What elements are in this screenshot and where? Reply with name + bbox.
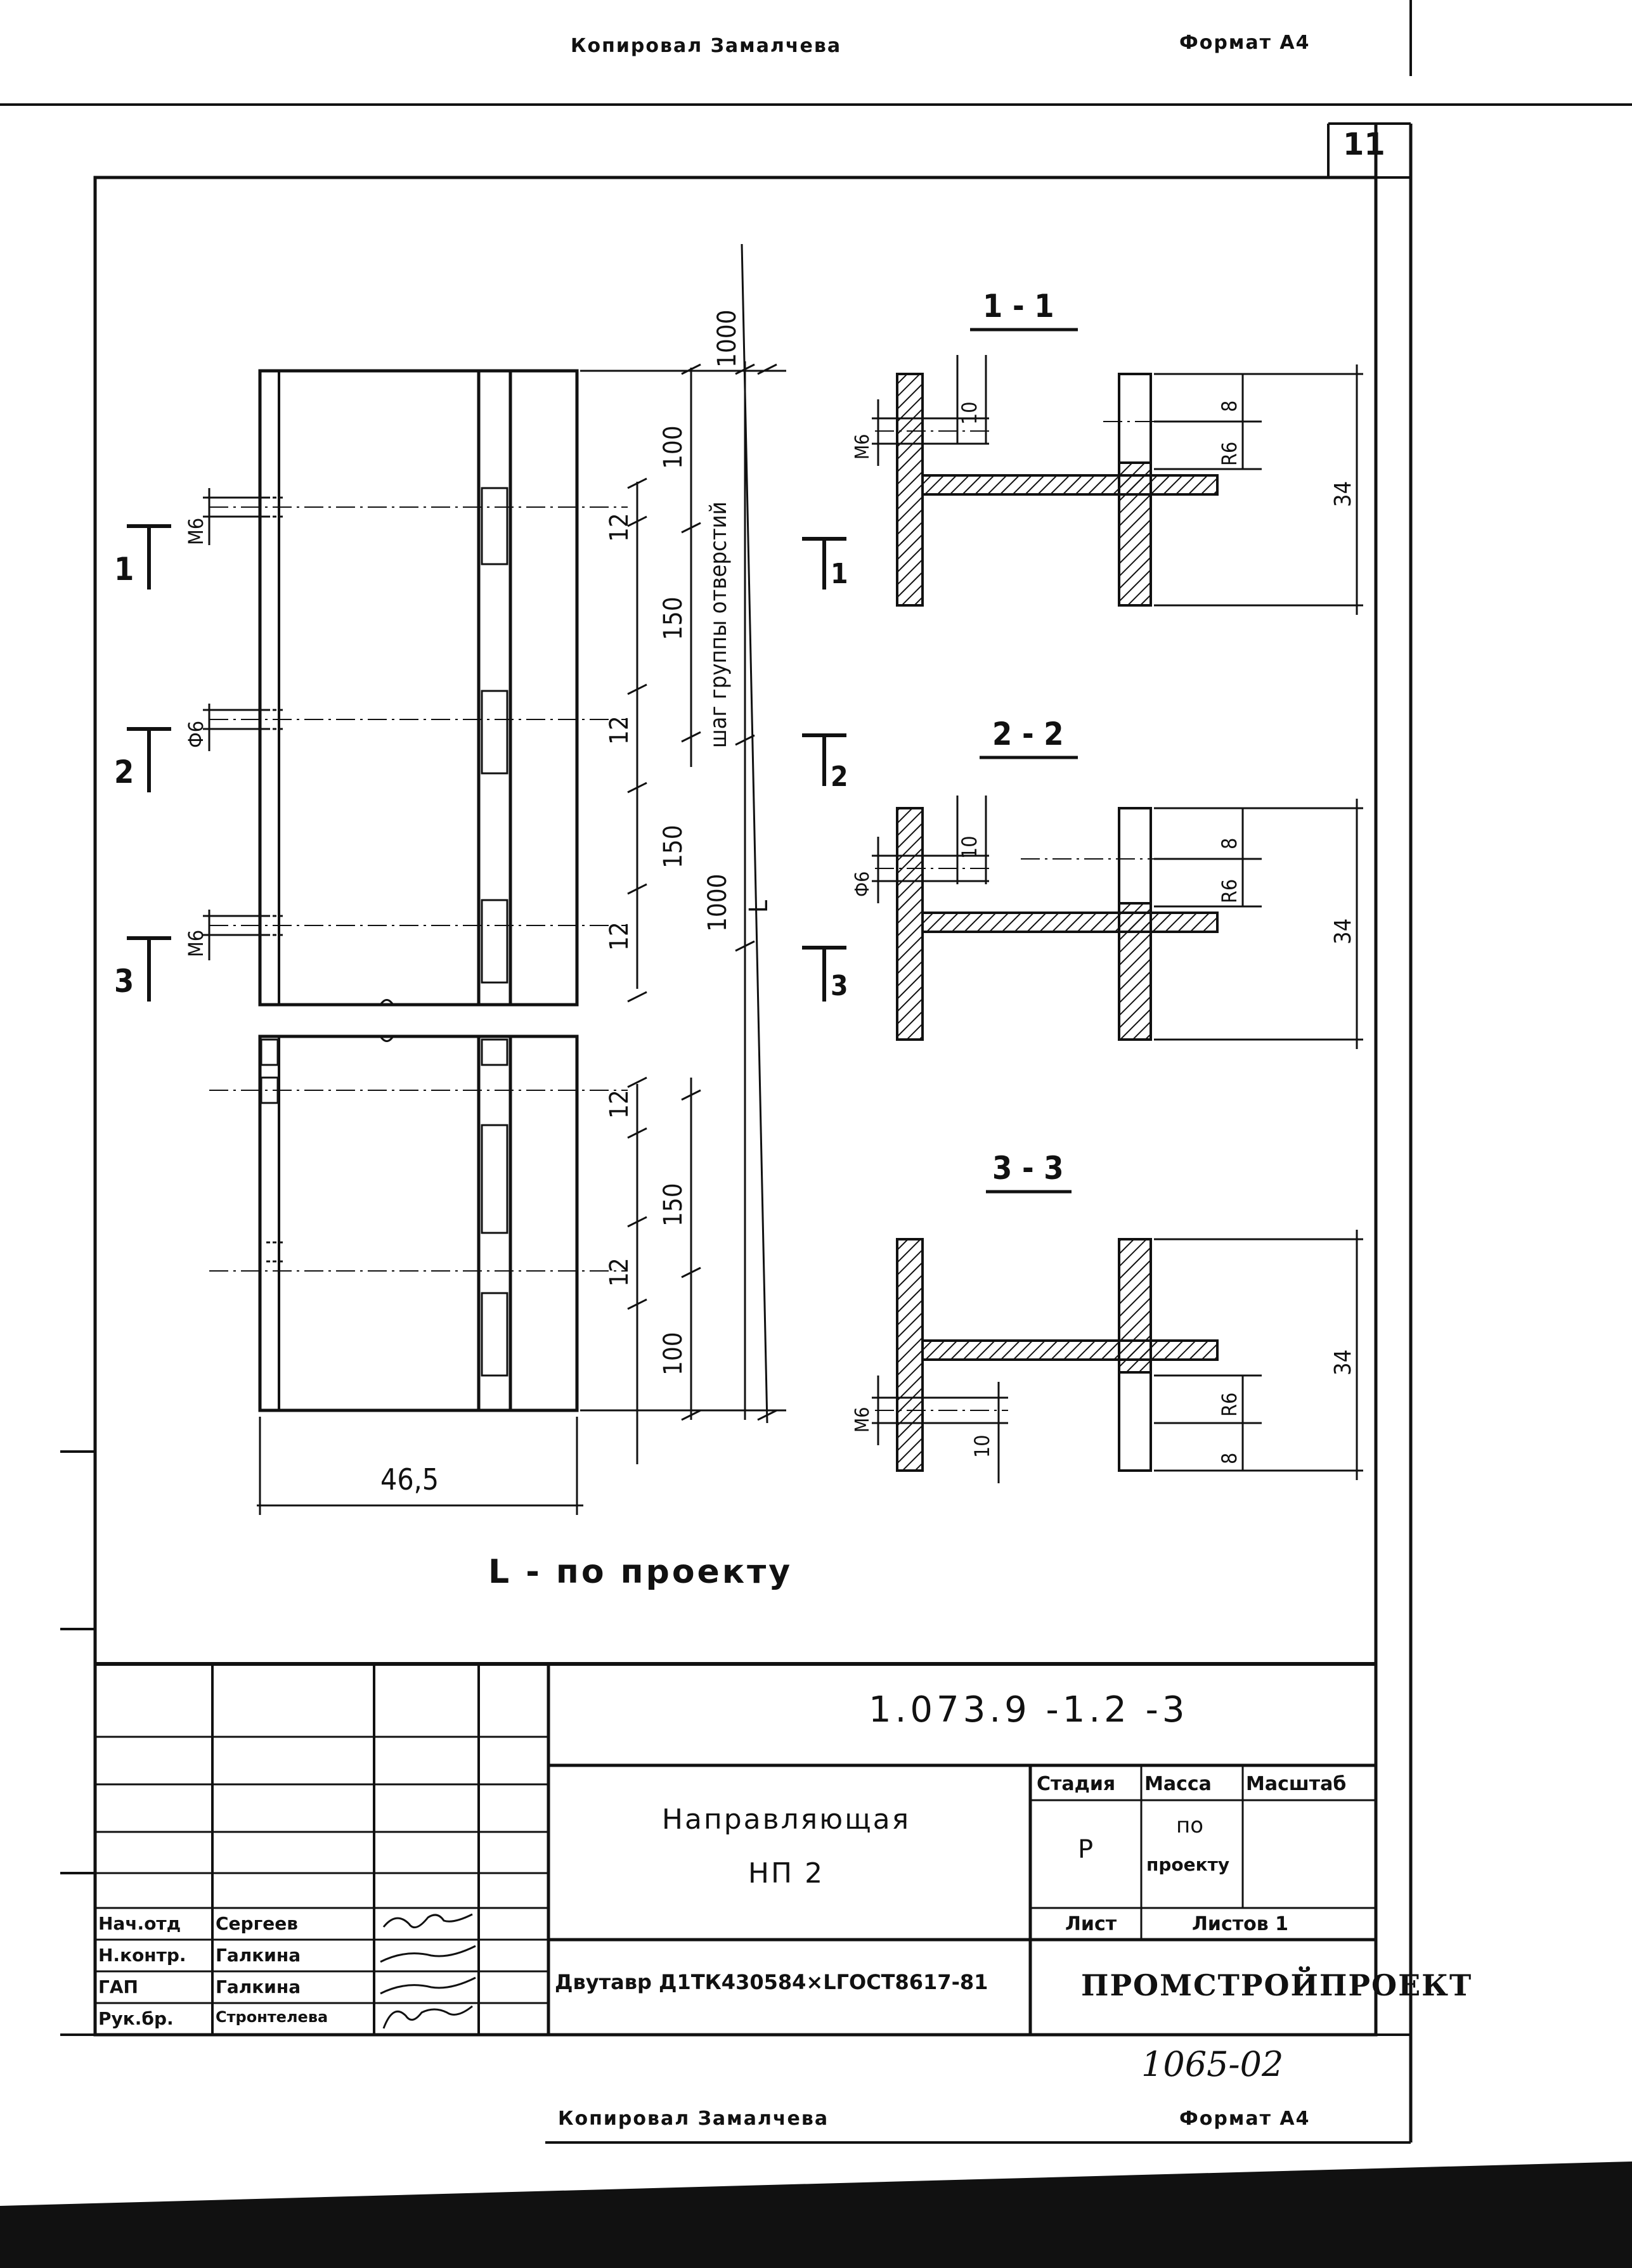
name-3: Галкина	[216, 1976, 301, 1997]
section-dimensions	[872, 355, 1363, 1483]
dim-100-top: 100	[659, 425, 688, 469]
mark-1-left: 1	[114, 551, 134, 588]
s1-r6: R6	[1217, 442, 1241, 466]
role-3: ГАП	[98, 1976, 138, 1997]
footer-copied-by: Копировал Замалчева	[558, 2108, 829, 2130]
s1-8: 8	[1217, 401, 1241, 412]
dim-f6-2: Ф6	[184, 721, 208, 748]
dim-1000-top: 1000	[713, 309, 742, 368]
stage-header: Стадия	[1037, 1773, 1116, 1795]
s1-34: 34	[1330, 481, 1356, 507]
dim-150-a: 150	[659, 596, 688, 640]
sheets-label: Листов 1	[1192, 1913, 1289, 1935]
s3-34: 34	[1330, 1350, 1356, 1376]
mass-value-1: по	[1176, 1813, 1204, 1838]
s3-8: 8	[1217, 1453, 1241, 1464]
role-1: Нач.отд	[98, 1913, 181, 1934]
section-cut-marks-right	[802, 537, 846, 1002]
length-note: L - по проекту	[488, 1553, 793, 1591]
footer-format: Формат А4	[1179, 2108, 1311, 2130]
material-spec: Двутавр Д1ТК430584×LГОСТ8617-81	[555, 1970, 988, 1994]
mark-3-right: 3	[831, 970, 848, 1002]
dim-1000-mid: 1000	[703, 873, 732, 932]
drawing-title-line2: НП 2	[748, 1857, 825, 1890]
dim-150-b: 150	[659, 825, 688, 868]
s3-r6: R6	[1217, 1393, 1241, 1417]
section-1-1	[896, 328, 1219, 607]
header-format: Формат А4	[1179, 32, 1311, 54]
dim-12-a: 12	[605, 513, 634, 542]
stage-value: Р	[1078, 1835, 1094, 1864]
sheet-number: 11	[1343, 127, 1385, 162]
mass-value-2: проекту	[1146, 1854, 1230, 1875]
role-4: Рук.бр.	[98, 2008, 174, 2029]
dim-m6-3: М6	[184, 930, 208, 957]
dim-m6-1: М6	[184, 518, 208, 545]
s2-34: 34	[1330, 918, 1356, 944]
s2-10: 10	[957, 835, 981, 859]
dim-12-c: 12	[605, 922, 634, 951]
dim-pitch-label: шаг группы отверстий	[706, 501, 732, 748]
s2-8: 8	[1217, 838, 1241, 849]
organization: ПРОМСТРОЙПРОЕКТ	[1081, 1968, 1473, 2002]
mark-1-right: 1	[831, 558, 848, 590]
document-code: 1.073.9 -1.2 -3	[869, 1689, 1189, 1730]
s2-f6: Ф6	[852, 872, 874, 897]
drawing-title-line1: Направляющая	[661, 1803, 911, 1836]
name-4: Стронтелева	[216, 2008, 328, 2026]
role-2: Н.контр.	[98, 1945, 186, 1966]
mark-3-left: 3	[114, 963, 134, 1000]
section-title-3: 3 - 3	[992, 1150, 1064, 1187]
dim-150-c: 150	[659, 1183, 688, 1227]
mass-header: Масса	[1144, 1773, 1212, 1795]
name-2: Галкина	[216, 1945, 301, 1966]
scan-edge	[0, 2162, 1632, 2268]
s3-m6: М6	[852, 1407, 874, 1433]
drawing-frame	[93, 176, 1378, 2037]
section-title-2: 2 - 2	[992, 716, 1064, 752]
dim-100-bottom: 100	[659, 1332, 688, 1376]
dim-width: 46,5	[380, 1462, 439, 1497]
scale-header: Масштаб	[1246, 1773, 1347, 1795]
inventory-number: 1065-02	[1141, 2044, 1284, 2084]
sheet-label: Лист	[1065, 1913, 1117, 1935]
mark-2-left: 2	[114, 754, 134, 790]
signatures	[380, 1913, 476, 2029]
name-1: Сергеев	[216, 1913, 298, 1934]
dim-L: L	[744, 900, 774, 913]
dim-12-e: 12	[605, 1258, 634, 1287]
section-cut-marks	[127, 524, 171, 1002]
elevation-dimensions	[203, 243, 786, 1515]
section-3-3	[896, 1190, 1219, 1472]
s2-r6: R6	[1217, 879, 1241, 903]
s1-10: 10	[957, 401, 981, 425]
s1-m6: М6	[852, 434, 874, 460]
section-title-1: 1 - 1	[983, 288, 1054, 325]
elevation-upper	[209, 369, 628, 1007]
header-copied-by: Копировал Замалчева	[571, 35, 842, 57]
s3-10: 10	[970, 1434, 994, 1458]
dim-12-b: 12	[605, 716, 634, 745]
title-block-grid	[93, 1662, 1376, 2035]
dim-12-d: 12	[605, 1090, 634, 1119]
mark-2-right: 2	[831, 761, 848, 793]
section-2-2	[896, 756, 1219, 1041]
elevation-lower	[209, 1034, 628, 1412]
